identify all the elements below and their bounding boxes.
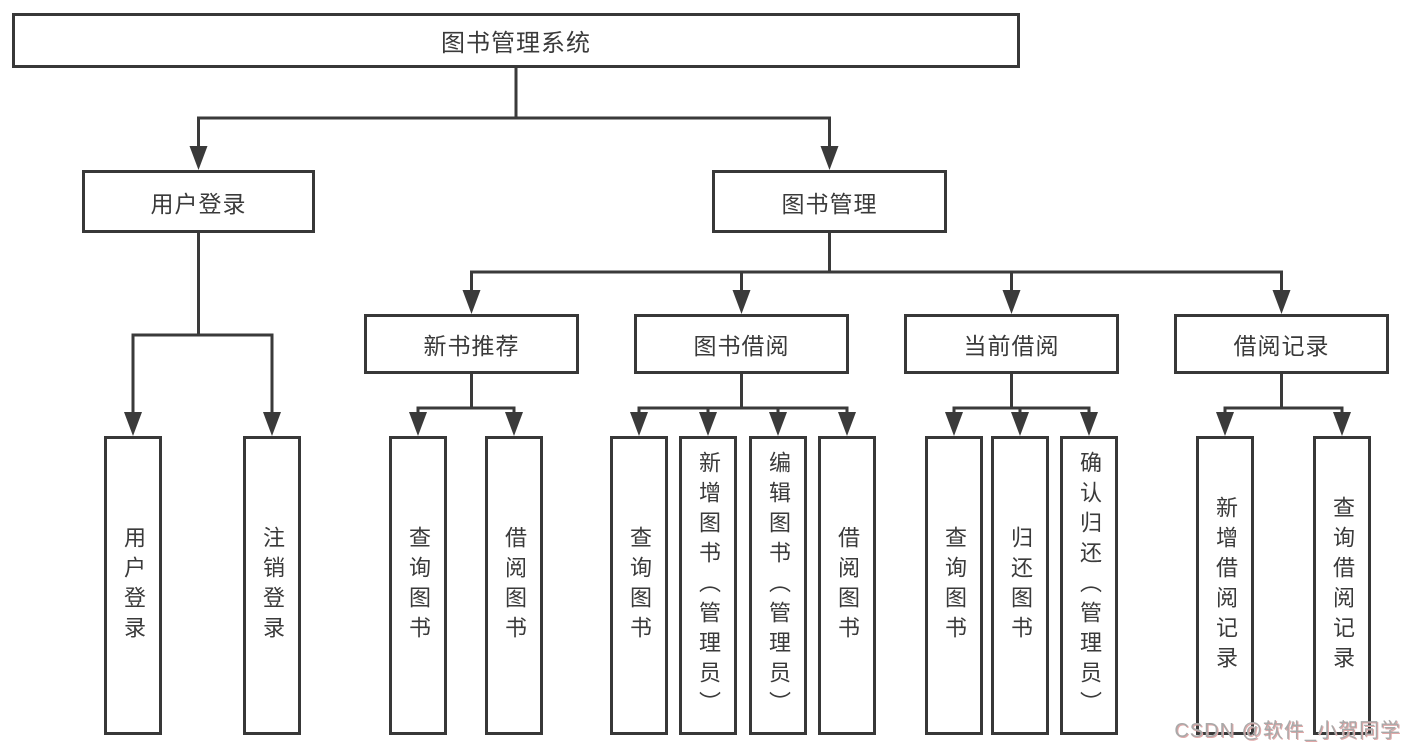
node-label: 新增借阅记录 (1213, 495, 1238, 676)
node-book-borrow: 图书借阅 (634, 314, 849, 374)
leaf-query-books-current: 查询图书 (925, 436, 983, 735)
leaf-query-borrow-record: 查询借阅记录 (1313, 436, 1371, 735)
leaf-query-books-recommend: 查询图书 (389, 436, 447, 735)
node-label: 新书推荐 (423, 333, 520, 359)
node-label: 图书借阅 (693, 333, 790, 359)
node-label: 查询借阅记录 (1330, 495, 1355, 676)
node-label: 查询图书 (627, 525, 652, 646)
connector-book-mgmt-to-level3 (462, 233, 1291, 314)
node-label: 查询图书 (406, 525, 431, 646)
leaf-add-books-admin: 新增图书（管理员） (679, 436, 737, 735)
node-label: 图书管理系统 (441, 30, 591, 57)
node-label: 编辑图书（管理员） (766, 450, 791, 721)
node-borrow-records: 借阅记录 (1174, 314, 1389, 374)
node-label: 借阅记录 (1233, 333, 1330, 359)
leaf-return-books: 归还图书 (991, 436, 1049, 735)
node-book-management: 图书管理 (712, 170, 947, 233)
connector-book-borrow-to-leaves (630, 374, 856, 436)
leaf-confirm-return-admin: 确认归还（管理员） (1060, 436, 1118, 735)
connector-current-borrow-to-leaves (945, 374, 1098, 436)
node-label: 查询图书 (942, 525, 967, 646)
connector-borrow-records-to-leaves (1216, 374, 1351, 436)
leaf-logout: 注销登录 (243, 436, 301, 735)
connector-user-login-to-leaves (124, 233, 281, 436)
node-label: 注销登录 (260, 525, 285, 646)
node-label: 用户登录 (150, 190, 247, 217)
leaf-user-login: 用户登录 (104, 436, 162, 735)
leaf-edit-books-admin: 编辑图书（管理员） (749, 436, 807, 735)
node-label: 借阅图书 (835, 525, 860, 646)
node-label: 用户登录 (121, 525, 146, 646)
leaf-borrow-books: 借阅图书 (818, 436, 876, 735)
node-label: 确认归还（管理员） (1077, 450, 1102, 721)
connector-root-to-level2 (189, 68, 839, 170)
leaf-add-borrow-record: 新增借阅记录 (1196, 436, 1254, 735)
node-label: 当前借阅 (963, 333, 1060, 359)
node-new-book-recommend: 新书推荐 (364, 314, 579, 374)
leaf-borrow-books-recommend: 借阅图书 (485, 436, 543, 735)
csdn-watermark: CSDN @软件_小贺同学 (1174, 720, 1401, 742)
node-label: 借阅图书 (502, 525, 527, 646)
node-label: 新增图书（管理员） (696, 450, 721, 721)
node-user-login: 用户登录 (82, 170, 315, 233)
node-current-borrow: 当前借阅 (904, 314, 1119, 374)
node-label: 图书管理 (781, 190, 878, 217)
leaf-query-books-borrow: 查询图书 (610, 436, 668, 735)
node-label: 归还图书 (1008, 525, 1033, 646)
connector-new-book-to-leaves (409, 374, 523, 436)
node-library-system: 图书管理系统 (12, 13, 1020, 68)
